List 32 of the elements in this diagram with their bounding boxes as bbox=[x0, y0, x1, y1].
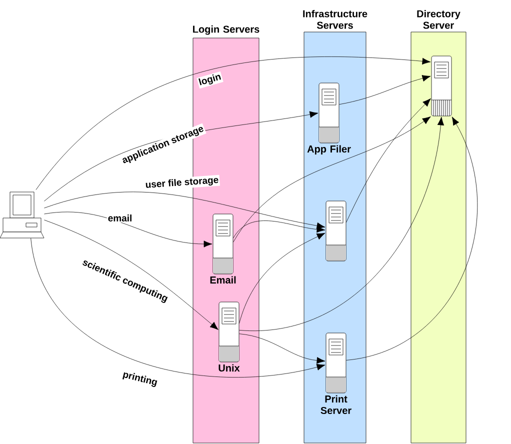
node-label: Email bbox=[210, 276, 236, 284]
node-label: Directory Server bbox=[417, 10, 460, 29]
node-label: Infrastructure Servers bbox=[303, 10, 368, 29]
server bbox=[431, 56, 452, 116]
edge-label: login bbox=[196, 71, 224, 89]
edge-label: email bbox=[106, 214, 134, 222]
edge-label: printing bbox=[120, 369, 160, 389]
node-label: Unix bbox=[218, 364, 240, 372]
arrow bbox=[36, 56, 431, 190]
arrow bbox=[239, 116, 444, 330]
arrow bbox=[346, 116, 478, 360]
arrow bbox=[239, 334, 326, 364]
node-label: App Filer bbox=[307, 145, 351, 155]
arrow bbox=[44, 212, 212, 248]
server: Email bbox=[210, 214, 236, 284]
node-label: Login Servers bbox=[193, 25, 260, 35]
server: App Filer bbox=[307, 82, 351, 155]
server: Print Server bbox=[320, 332, 352, 414]
arrow bbox=[339, 75, 431, 105]
arrow bbox=[44, 220, 218, 330]
arrow bbox=[233, 116, 431, 242]
edge-label: user file storage bbox=[144, 174, 220, 192]
arrow bbox=[239, 232, 326, 324]
computer-drawing bbox=[0, 192, 44, 238]
node-label: Print Server bbox=[320, 395, 352, 414]
arrow bbox=[44, 192, 326, 230]
server: Unix bbox=[218, 302, 240, 372]
server bbox=[326, 200, 346, 262]
arrow bbox=[233, 220, 326, 238]
arrow bbox=[30, 238, 326, 378]
arrow bbox=[346, 98, 431, 223]
server-group-band: Directory Server bbox=[410, 10, 466, 444]
